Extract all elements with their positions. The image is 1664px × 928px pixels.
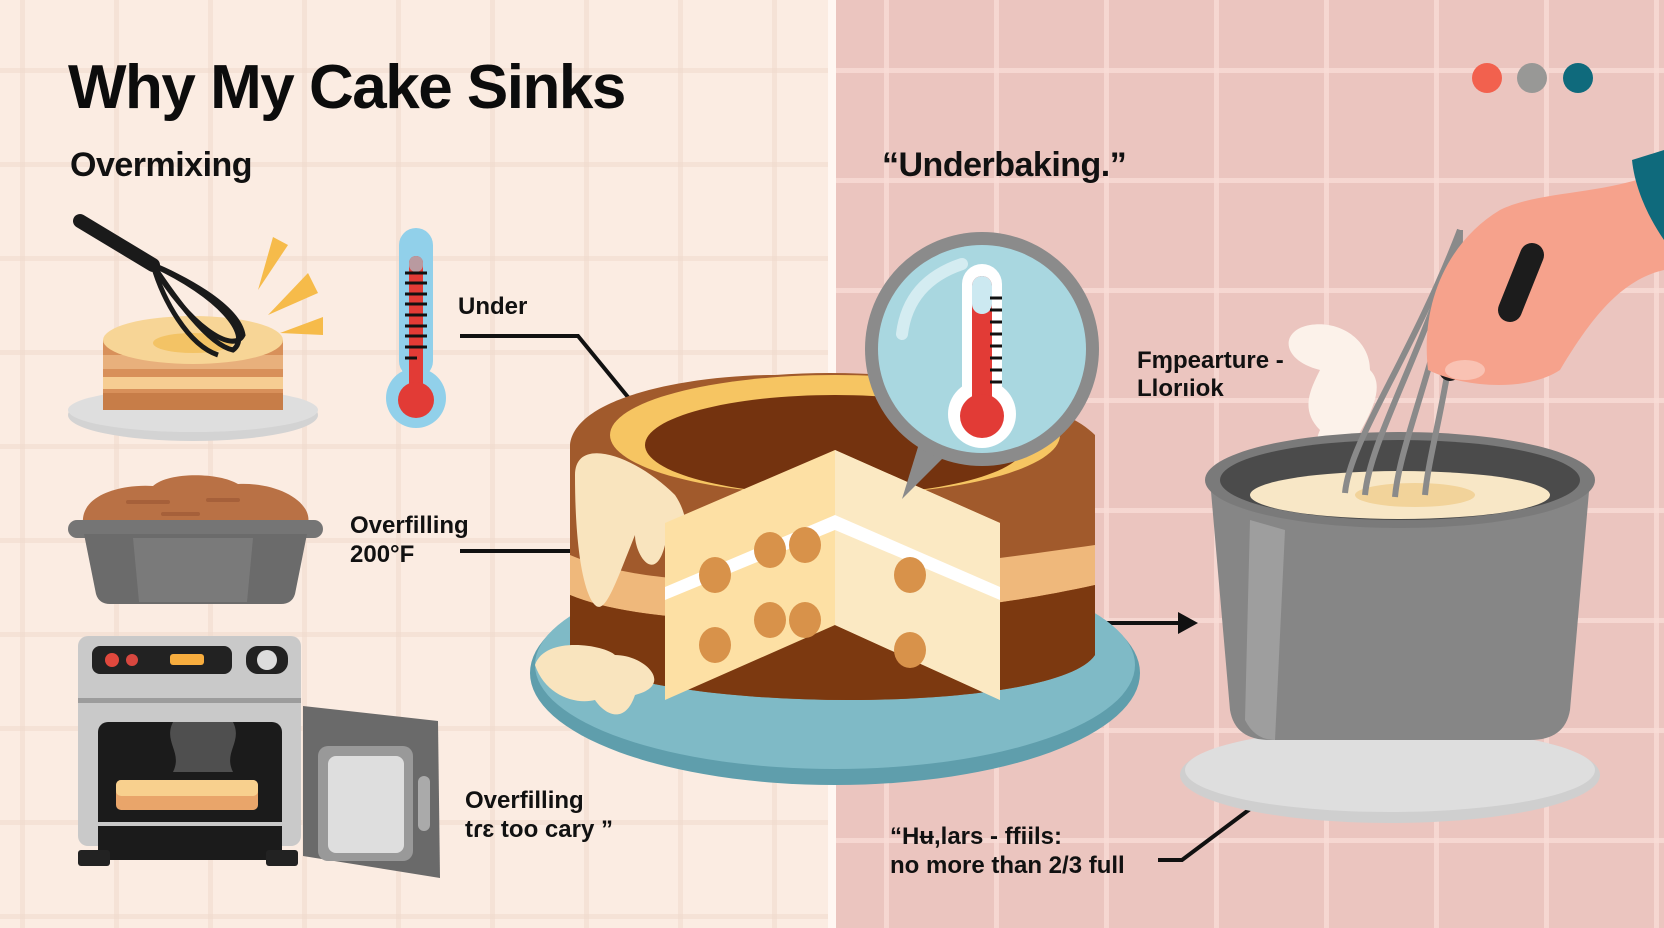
oven-icon bbox=[78, 636, 440, 878]
page-title: Why My Cake Sinks bbox=[68, 53, 626, 122]
under-label: Under bbox=[458, 293, 528, 320]
magnifier-thermometer-icon bbox=[865, 232, 1099, 499]
red-dot-icon[interactable] bbox=[1472, 63, 1502, 93]
whisk-cake-icon bbox=[68, 214, 323, 441]
overfilling-temp-label-line1: Overfilling bbox=[350, 512, 469, 539]
thermometer-icon bbox=[386, 228, 446, 428]
sunken-cake-icon bbox=[530, 373, 1140, 785]
temperature-label-line1: Fɱpearture - bbox=[1137, 347, 1284, 374]
teal-dot-icon[interactable] bbox=[1563, 63, 1593, 93]
overmixing-heading: Overmixing bbox=[70, 146, 253, 184]
hand-whisk-pot-icon bbox=[1180, 150, 1664, 823]
gray-dot-icon[interactable] bbox=[1517, 63, 1547, 93]
fill-label-line1: “Hʉ,lars - ffiils: bbox=[890, 823, 1063, 850]
overfilling-bottom-label-line1: Overfilling bbox=[465, 787, 584, 814]
temperature-label-line2: Llorıiok bbox=[1137, 375, 1224, 402]
underbaking-heading: “Underbaking.” bbox=[882, 146, 1127, 184]
overfilling-temp-label-line2: 200°F bbox=[350, 541, 415, 568]
fill-label-line2: no more than 2/3 full bbox=[890, 852, 1125, 879]
overfilled-pan-icon bbox=[68, 475, 323, 604]
overfilling-bottom-label-line2: tɾɛ too cary ” bbox=[465, 816, 613, 843]
